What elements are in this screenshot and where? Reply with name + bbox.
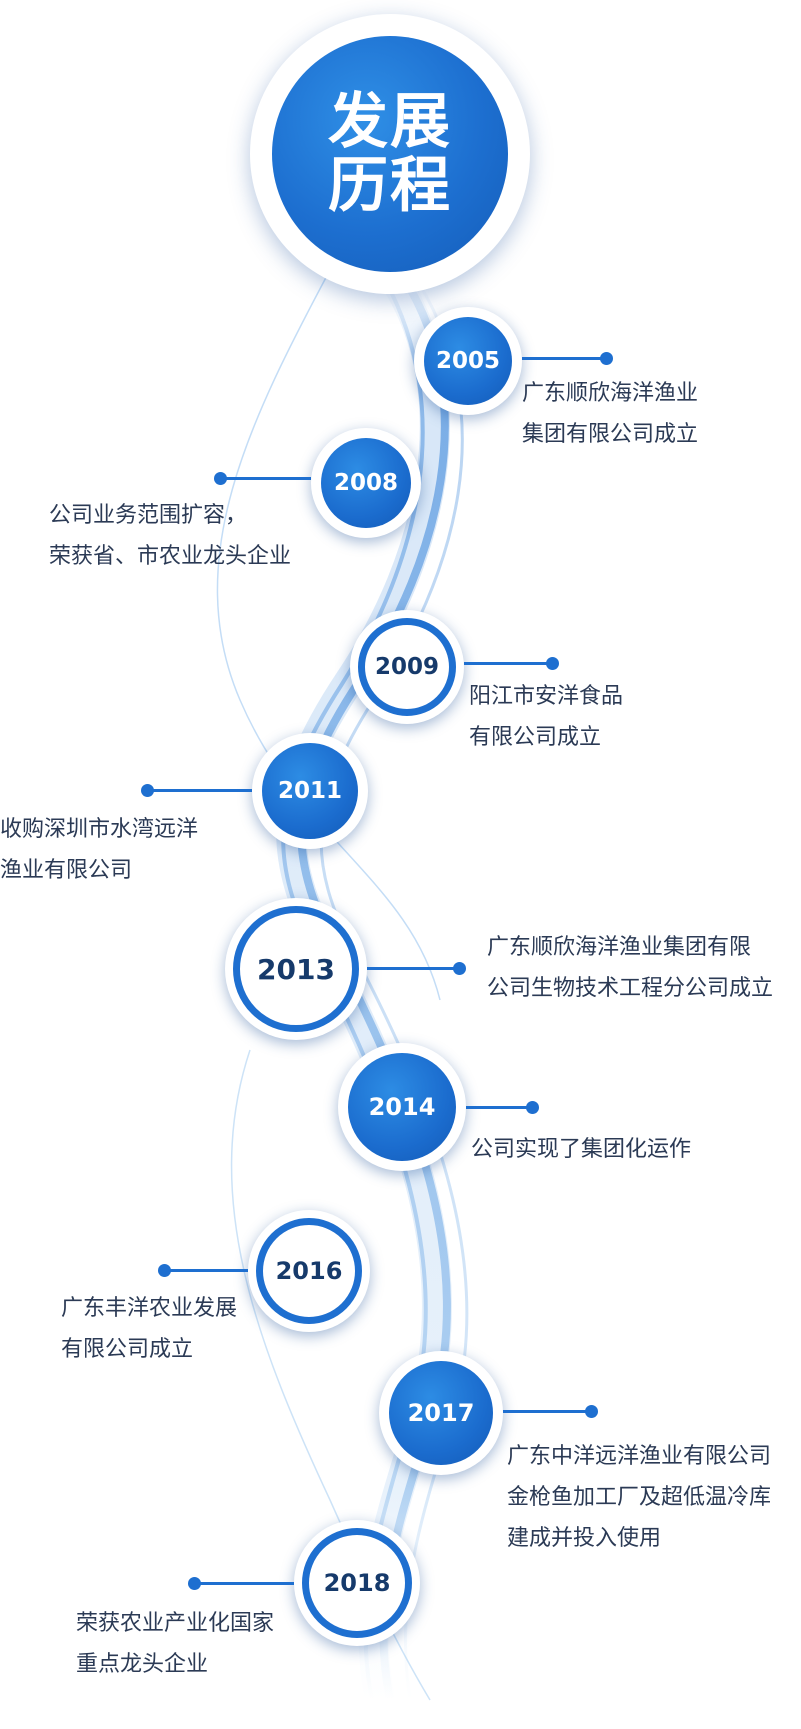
year-node-2008: 2008 — [311, 428, 421, 538]
event-desc-2013: 广东顺欣海洋渔业集团有限 公司生物技术工程分公司成立 — [487, 935, 774, 1001]
year-node-2014: 2014 — [338, 1043, 466, 1171]
year-label-2017: 2017 — [389, 1361, 493, 1465]
connector-2009 — [464, 662, 552, 665]
event-desc-2005: 广东顺欣海洋渔业 集团有限公司成立 — [522, 381, 699, 447]
year-node-2011: 2011 — [252, 733, 368, 849]
connector-dot-2011 — [141, 784, 154, 797]
event-desc-2017: 广东中洋远洋渔业有限公司 金枪鱼加工厂及超低温冷库 建成并投入使用 — [507, 1444, 772, 1551]
connector-2005 — [522, 357, 606, 360]
connector-2017 — [503, 1410, 589, 1413]
connector-dot-2016 — [158, 1264, 171, 1277]
year-node-2009: 2009 — [350, 610, 464, 724]
year-label-2018: 2018 — [302, 1528, 412, 1638]
connector-2014 — [466, 1106, 529, 1109]
connector-dot-2008 — [214, 472, 227, 485]
year-label-2009: 2009 — [358, 618, 456, 716]
year-label-2005: 2005 — [424, 317, 512, 405]
title-line-2: 历程 — [328, 151, 452, 221]
year-label-2014: 2014 — [348, 1053, 456, 1161]
event-desc-2008: 公司业务范围扩容， 荣获省、市农业龙头企业 — [49, 503, 292, 569]
connector-2013 — [367, 967, 458, 970]
connector-dot-2013 — [453, 962, 466, 975]
title-badge: 发展 历程 — [250, 14, 530, 294]
title-line-1: 发展 — [328, 87, 452, 157]
connector-dot-2014 — [526, 1101, 539, 1114]
year-node-2005: 2005 — [414, 307, 522, 415]
connector-dot-2009 — [546, 657, 559, 670]
event-desc-2014: 公司实现了集团化运作 — [471, 1137, 692, 1162]
connector-dot-2005 — [600, 352, 613, 365]
event-desc-2018: 荣获农业产业化国家 重点龙头企业 — [76, 1611, 275, 1677]
connector-dot-2018 — [188, 1577, 201, 1590]
year-label-2013: 2013 — [233, 906, 359, 1032]
year-node-2016: 2016 — [248, 1210, 370, 1332]
year-node-2013: 2013 — [225, 898, 367, 1040]
connector-2018 — [199, 1582, 294, 1585]
event-desc-2016: 广东丰洋农业发展 有限公司成立 — [61, 1296, 238, 1362]
year-label-2011: 2011 — [262, 743, 358, 839]
connector-dot-2017 — [585, 1405, 598, 1418]
year-label-2008: 2008 — [321, 438, 411, 528]
connector-2008 — [221, 477, 311, 480]
year-label-2016: 2016 — [256, 1218, 362, 1324]
year-node-2018: 2018 — [294, 1520, 420, 1646]
event-desc-2011: 收购深圳市水湾远洋 渔业有限公司 — [0, 817, 199, 883]
connector-2011 — [153, 789, 252, 792]
title-circle: 发展 历程 — [272, 36, 508, 272]
connector-2016 — [170, 1269, 248, 1272]
year-node-2017: 2017 — [379, 1351, 503, 1475]
event-desc-2009: 阳江市安洋食品 有限公司成立 — [469, 684, 624, 750]
